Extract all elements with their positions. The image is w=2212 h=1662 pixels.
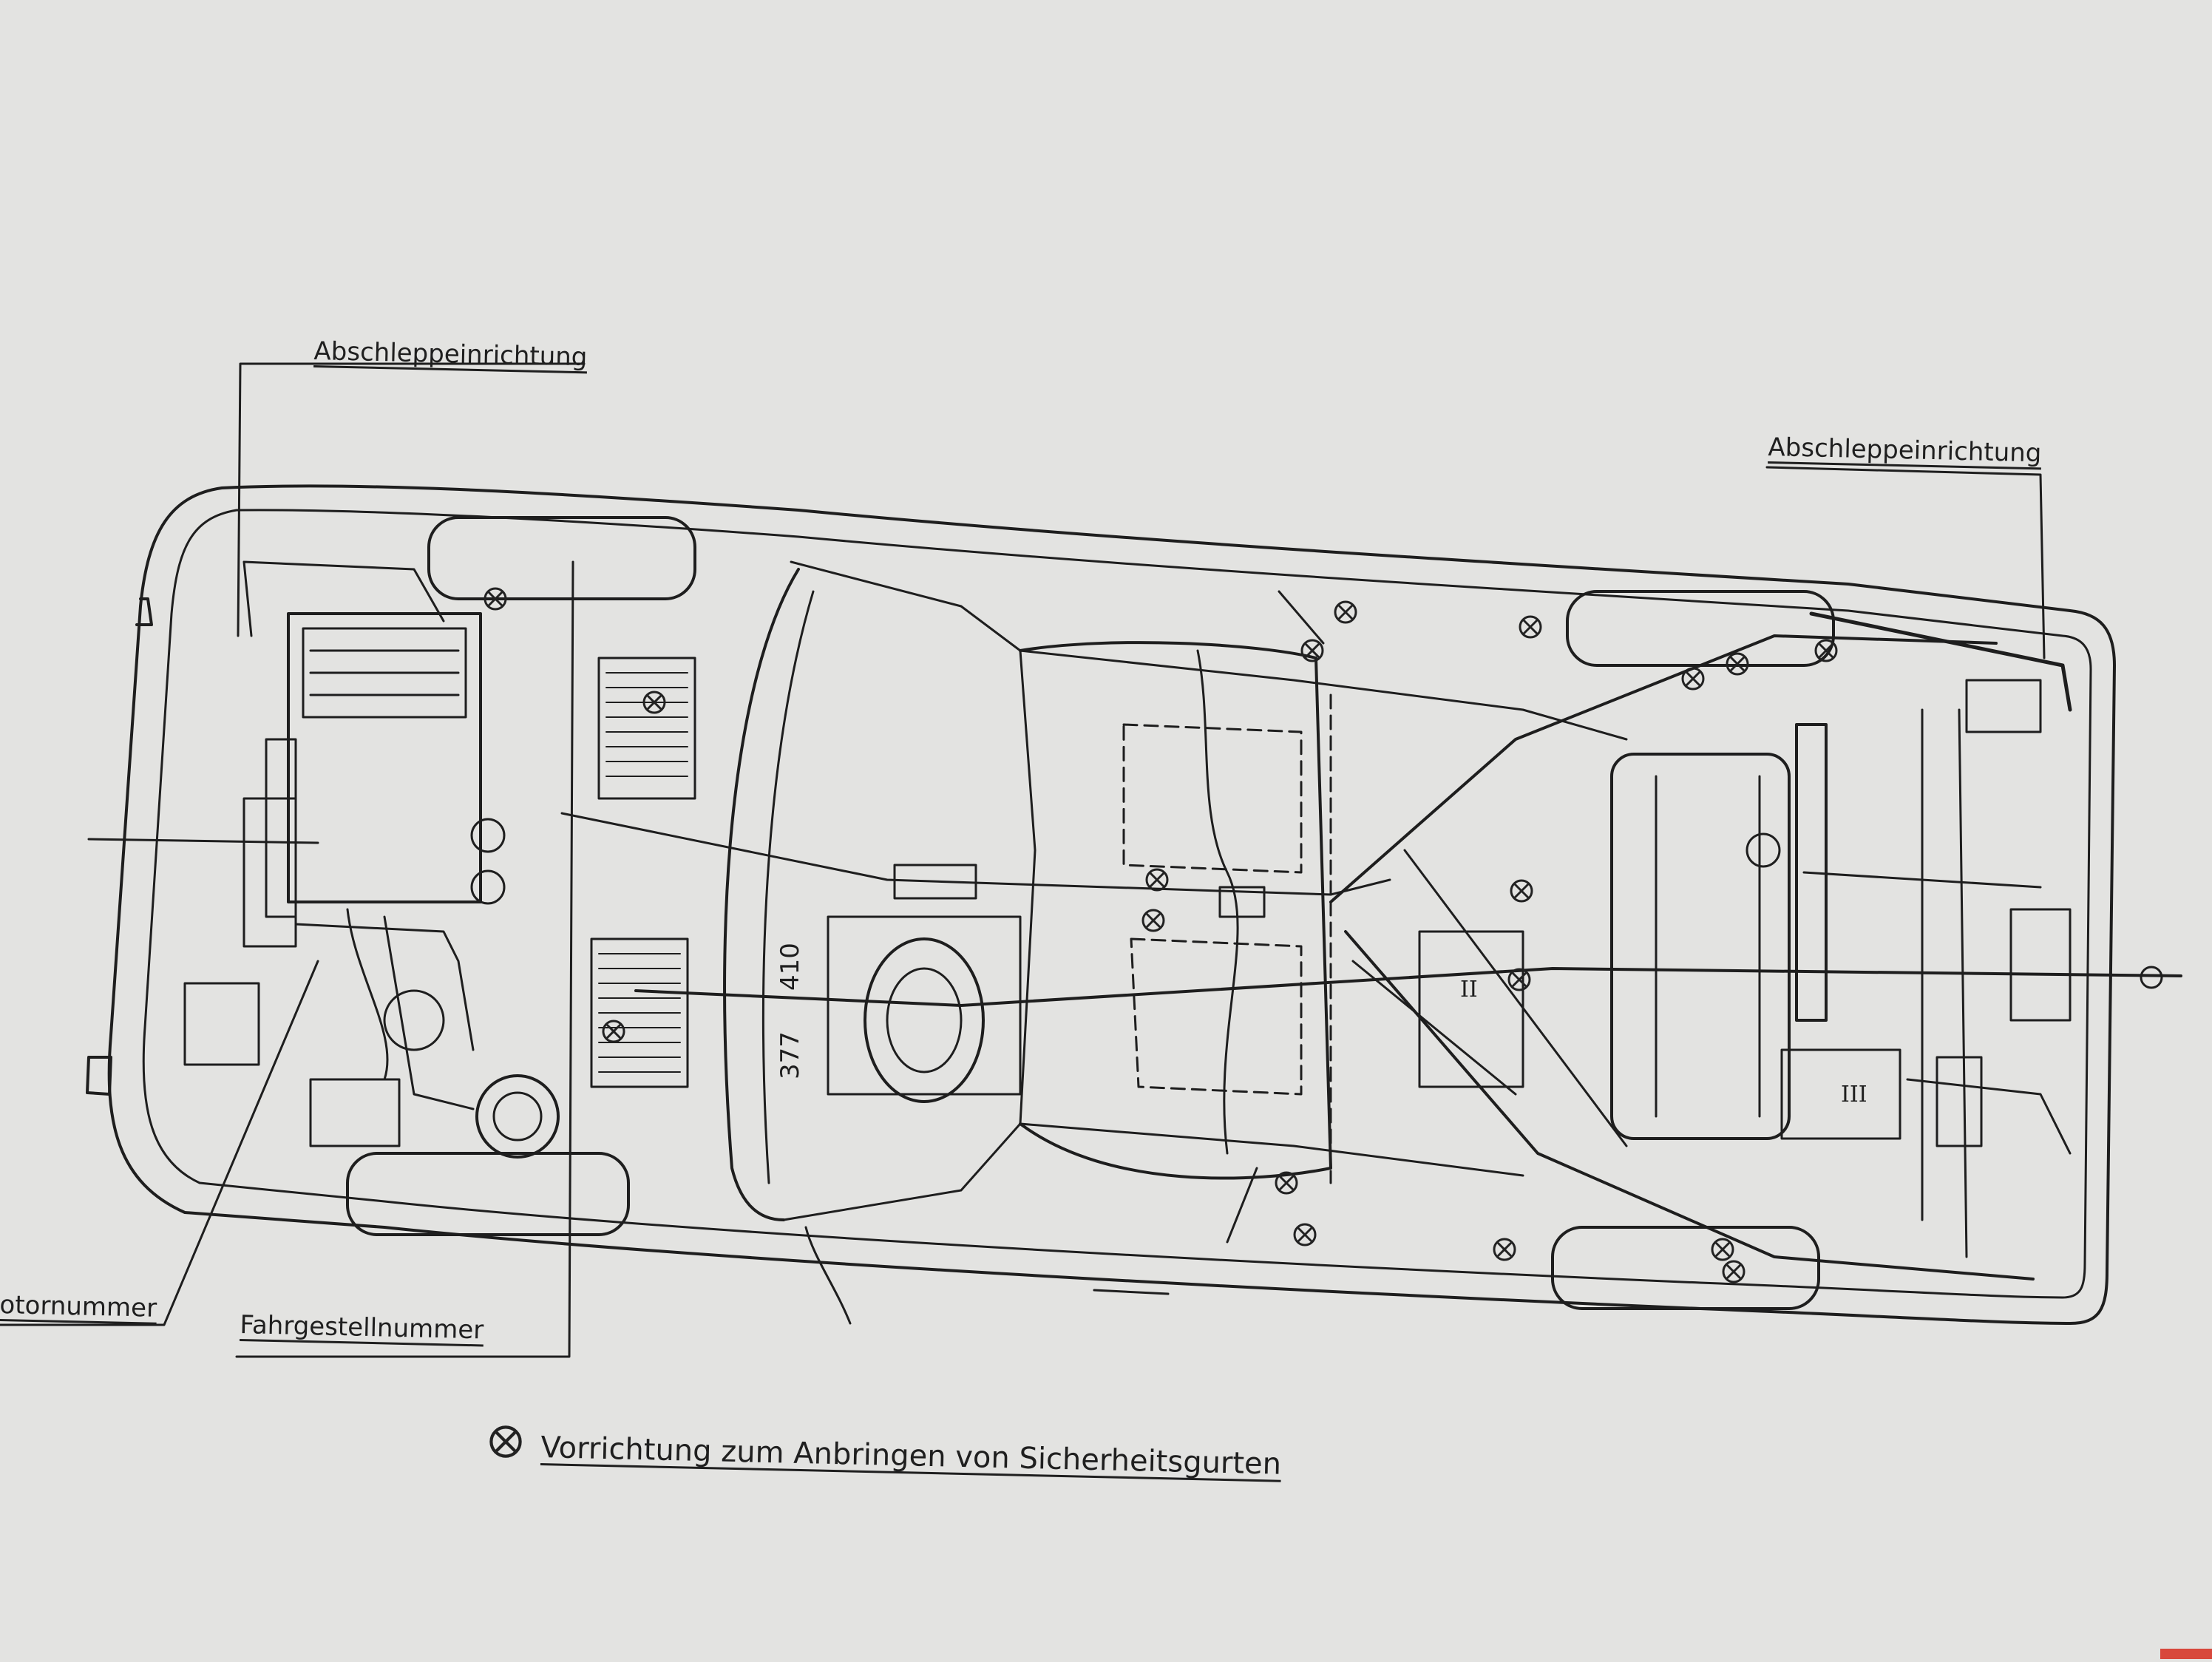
front-wheel-right <box>346 1152 630 1236</box>
leader-tow-front <box>237 362 586 637</box>
dimension-410: 410 <box>776 943 805 991</box>
leader-tow-rear <box>1765 466 2046 659</box>
rear-axle <box>1795 723 1828 1022</box>
pulley <box>475 1074 560 1159</box>
leader-chassis-number <box>235 560 574 1358</box>
dimension-box <box>827 915 1022 1096</box>
marker-II: II <box>1460 977 1478 1003</box>
rear-wheel-left <box>1566 590 1835 667</box>
legend-seatbelt-anchor-icon <box>491 1427 520 1456</box>
fuel-tank <box>1610 753 1791 1140</box>
label-tow-rear: Abschleppeinrichtung <box>1768 433 2042 469</box>
label-chassis-number: Fahrgestellnummer <box>240 1310 484 1346</box>
page-corner-tab <box>2160 1649 2212 1659</box>
engine-block <box>287 612 482 903</box>
leader-engine-number <box>0 960 319 1326</box>
dimension-377: 377 <box>776 1031 805 1079</box>
cabin-floor <box>1019 641 1332 1180</box>
exhaust-muffler-III <box>1780 1048 1901 1140</box>
label-tow-front: Abschleppeinrichtung <box>313 336 588 373</box>
label-engine-number: otornummer <box>0 1290 157 1323</box>
front-wheel-left <box>427 516 696 600</box>
body-outline <box>107 484 2116 1325</box>
body-inner-outline <box>142 509 2092 1299</box>
exhaust-muffler-II <box>1418 930 1524 1088</box>
driveshaft <box>634 967 2182 1007</box>
rear-wheel-right <box>1551 1226 1820 1310</box>
marker-III: III <box>1841 1082 1867 1108</box>
